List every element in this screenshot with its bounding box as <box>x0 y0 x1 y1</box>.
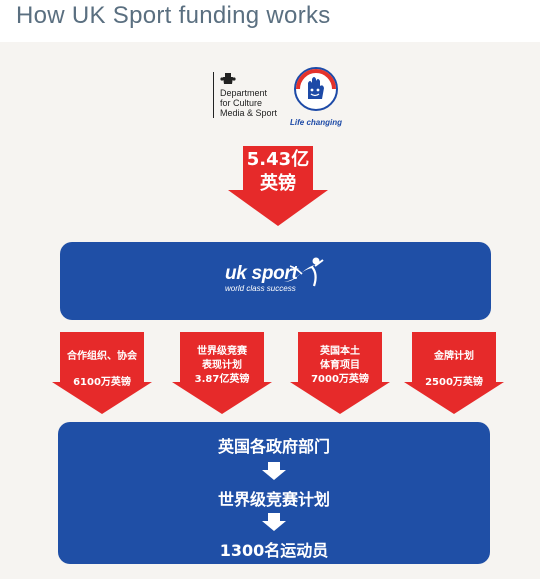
allocation-2-amount: 3.87亿英镑 <box>194 374 250 385</box>
page-title: How UK Sport funding works <box>16 2 331 29</box>
allocation-arrow-3 <box>290 332 390 414</box>
allocation-arrow-1 <box>52 332 152 414</box>
allocation-arrow-2 <box>172 332 272 414</box>
allocation-1-line-1: 合作组织、协会 <box>67 351 137 362</box>
top-funding-label: 5.43亿 英镑 <box>228 148 328 196</box>
allocation-label-2: 世界级竞赛 表现计划 3.87亿英镑 <box>172 345 272 387</box>
flow-step-government: 英国各政府部门 <box>217 437 330 456</box>
uk-sport-name: uk sport <box>225 263 298 284</box>
lottery-fingers-icon <box>294 67 338 111</box>
allocation-3-line-2: 体育项目 <box>320 360 360 371</box>
royal-crest-icon <box>220 73 236 84</box>
flow-arrow-1 <box>262 462 286 480</box>
allocation-2-line-2: 表现计划 <box>202 360 242 371</box>
allocation-label-1: 合作组织、协会 6100万英镑 <box>52 350 152 390</box>
uk-sport-tagline: world class success <box>225 284 296 293</box>
top-funding-amount: 5.43亿 <box>246 149 310 170</box>
allocation-3-line-1: 英国本土 <box>320 346 360 357</box>
allocation-4-line-1: 金牌计划 <box>434 351 474 362</box>
dcms-logo: Department for Culture Media & Sport <box>213 72 277 118</box>
flow-arrow-2 <box>262 513 286 531</box>
dcms-line-3: Media & Sport <box>220 108 278 118</box>
allocation-label-3: 英国本土 体育项目 7000万英镑 <box>290 345 390 387</box>
flow-step-athletes: 1300名运动员 <box>219 541 329 560</box>
top-funding-unit: 英镑 <box>260 173 296 194</box>
flow-step-program: 世界级竞赛计划 <box>217 490 330 509</box>
allocation-3-amount: 7000万英镑 <box>311 374 369 385</box>
uk-sport-logo: uk sport world class success <box>225 263 298 293</box>
dcms-line-1: Department <box>220 88 268 98</box>
allocation-4-amount: 2500万英镑 <box>425 377 483 388</box>
government-flow-box <box>58 422 490 564</box>
athlete-figure-icon <box>284 257 324 287</box>
allocation-2-line-1: 世界级竞赛 <box>197 346 247 357</box>
allocation-arrow-4 <box>404 332 504 414</box>
uk-sport-box <box>60 242 491 320</box>
allocation-label-4: 金牌计划 2500万英镑 <box>404 350 504 390</box>
dcms-line-2: for Culture <box>220 98 263 108</box>
top-funding-arrow <box>228 146 328 226</box>
allocation-1-amount: 6100万英镑 <box>73 377 131 388</box>
national-lottery-logo: Life changing <box>285 66 347 127</box>
lottery-tagline: Life changing <box>290 118 342 127</box>
